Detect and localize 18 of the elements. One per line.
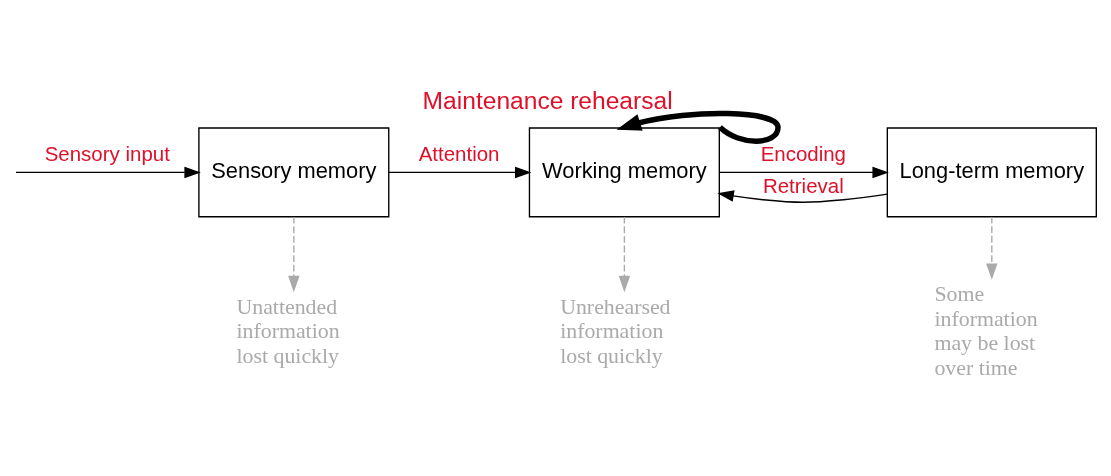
edge-label: Sensory input xyxy=(44,141,170,165)
node-text: Unattended information lost quickly xyxy=(236,294,340,368)
arrow xyxy=(388,166,532,178)
node-box: Sensory memory xyxy=(198,126,390,217)
edge-label: Attention xyxy=(418,141,500,165)
node-box: Long-term memory xyxy=(886,126,1097,217)
arrow xyxy=(288,215,300,292)
node-box: Working memory xyxy=(528,126,720,217)
edge-label: Retrieval xyxy=(762,173,844,197)
arrow xyxy=(717,189,888,203)
node-text: Unrehearsed information lost quickly xyxy=(560,294,671,368)
edge-label: Maintenance rehearsal xyxy=(422,86,673,114)
arrow xyxy=(618,215,631,292)
arrow xyxy=(718,166,889,178)
arrow xyxy=(986,215,998,280)
arrow xyxy=(15,166,201,178)
edge-label: Encoding xyxy=(760,141,846,165)
node-text: Some information may be lost over time xyxy=(934,281,1038,380)
